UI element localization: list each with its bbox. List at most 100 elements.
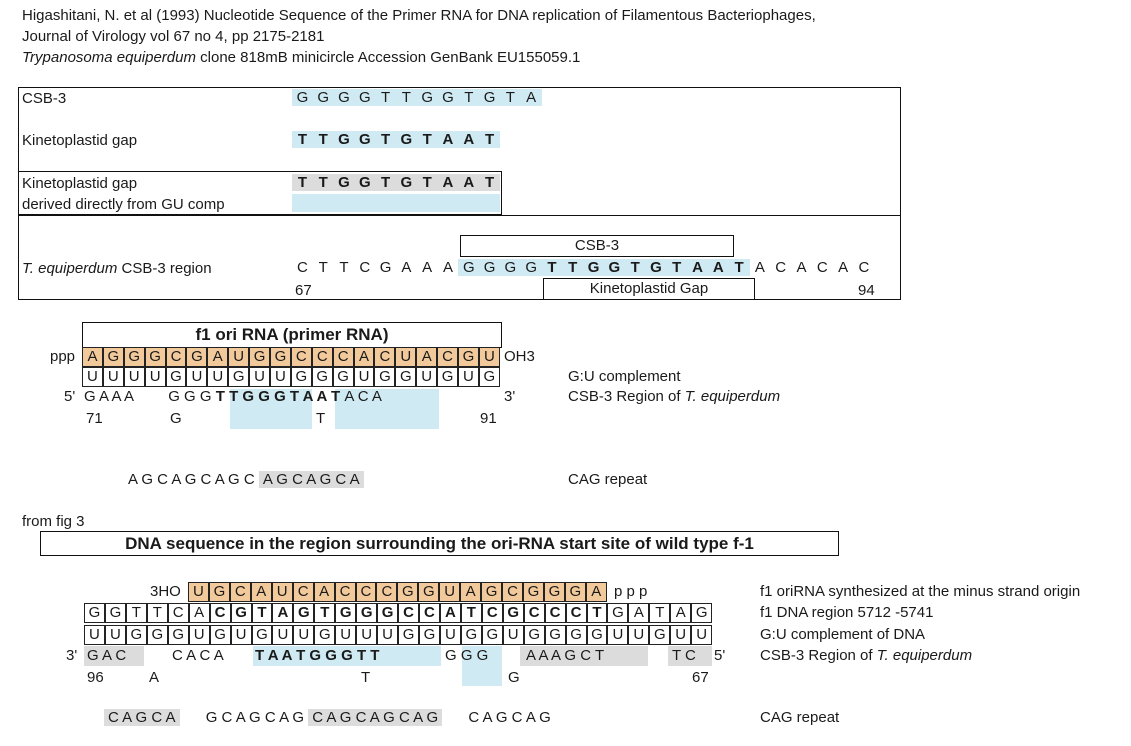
base-letter: G [416, 89, 438, 106]
fig3-rna-label: f1 oriRNA synthesized at the minus stran… [760, 583, 1081, 600]
base-cell: G [293, 603, 315, 623]
fig3-hl-blue-1 [253, 646, 441, 666]
fig3-region-caca: C A C A [172, 647, 224, 664]
base-cell: G [523, 582, 544, 602]
base-letter: A [520, 89, 542, 106]
fig3-region-5prime: 5' [714, 647, 726, 664]
base-cell: U [228, 347, 250, 367]
fig3-title: DNA sequence in the region surrounding t… [125, 534, 754, 553]
base-cell: G [332, 367, 354, 387]
csb3-region-box: CSB-3 [460, 235, 734, 257]
base-cell: U [144, 367, 166, 387]
base-letter: T [541, 259, 563, 276]
base-cell: A [416, 347, 438, 367]
primer-title: f1 ori RNA (primer RNA) [195, 325, 389, 344]
primer-title-box: f1 ori RNA (primer RNA) [82, 322, 502, 348]
accession-text: clone 818mB minicircle Accession GenBank… [195, 49, 581, 66]
base-cell: C [437, 347, 459, 367]
base-cell: U [670, 625, 692, 645]
base-letter: T [375, 131, 396, 148]
primer-ppp: ppp [50, 348, 76, 365]
fig3-region-bold: T A A T G G G T T [255, 647, 380, 664]
base-cell: A [460, 582, 482, 602]
base-cell: U [272, 625, 294, 645]
base-letter: G [603, 259, 625, 276]
base-cell: C [332, 347, 354, 367]
base-cell: G [270, 347, 291, 367]
base-cell: G [374, 367, 396, 387]
base-cell: U [293, 625, 315, 645]
base-cell: C [502, 582, 523, 602]
region-label: T. equiperdum CSB-3 region [22, 260, 212, 277]
fig3-cag-a: C A G C A [104, 709, 180, 726]
base-cell: G [691, 603, 713, 623]
base-letter: A [687, 259, 708, 276]
base-cell: G [502, 603, 524, 623]
base-cell: C [292, 582, 314, 602]
base-cell: U [628, 625, 650, 645]
base-letter: A [401, 259, 412, 276]
base-cell: A [439, 603, 461, 623]
base-letter: G [333, 89, 355, 106]
base-letter: G [312, 89, 334, 106]
base-letter: G [379, 259, 392, 276]
base-letter: A [437, 174, 459, 191]
base-cell: G [314, 625, 336, 645]
base-cell: C [165, 347, 187, 367]
base-cell: G [607, 603, 629, 623]
fig3-region-label-text: CSB-3 Region of [760, 647, 877, 664]
base-cell: C [481, 603, 503, 623]
base-cell: U [188, 582, 209, 602]
base-cell: G [458, 347, 479, 367]
base-letter: T [728, 259, 750, 276]
base-letter: T [312, 131, 334, 148]
base-cell: U [188, 625, 210, 645]
primer-cag-b: A G C A G C A [258, 471, 364, 488]
region-species: T. equiperdum [22, 260, 118, 277]
base-cell: U [458, 367, 479, 387]
base-cell: U [478, 347, 500, 367]
base-cell: C [376, 582, 398, 602]
base-cell: T [125, 603, 147, 623]
base-cell: U [395, 347, 417, 367]
fig3-cag-c: C A G C A G C A G [308, 709, 443, 726]
fig3-rna-suffix: p p p [614, 583, 648, 600]
primer-oh3: OH3 [504, 348, 535, 365]
base-cell: C [229, 582, 251, 602]
base-cell: G [649, 625, 671, 645]
base-cell: G [543, 582, 565, 602]
base-letter: C [816, 259, 828, 276]
base-cell: C [419, 603, 440, 623]
base-cell: G [460, 625, 482, 645]
base-letter: A [707, 259, 729, 276]
kgap-region-box-label: Kinetoplastid Gap [589, 280, 709, 297]
base-cell: G [144, 347, 166, 367]
base-cell: G [564, 582, 586, 602]
base-cell: G [356, 603, 378, 623]
base-cell: G [230, 603, 252, 623]
base-cell: G [249, 347, 271, 367]
primer-cag-a: A G C A G C A G C [128, 471, 255, 488]
base-cell: A [188, 603, 210, 623]
base-letter: T [339, 259, 349, 276]
kgap-region-box: Kinetoplastid Gap [543, 278, 755, 300]
primer-gu-label: G:U complement [568, 368, 681, 385]
base-cell: A [313, 582, 335, 602]
primer-region-ggg: G G G [168, 388, 212, 405]
region-num-start: 67 [295, 282, 312, 299]
kgap-gu-highlight [292, 194, 500, 212]
base-cell: G [418, 582, 440, 602]
base-letter: T [312, 174, 334, 191]
base-cell: C [374, 347, 396, 367]
base-cell: C [167, 603, 189, 623]
fig3-title-box: DNA sequence in the region surrounding t… [40, 531, 839, 556]
base-cell: T [586, 603, 608, 623]
primer-region-bold: T T G G G T A A T [215, 388, 341, 405]
primer-region-label-species: T. equiperdum [684, 388, 781, 405]
base-cell: G [481, 582, 503, 602]
base-cell: G [228, 367, 250, 387]
base-letter: A [838, 259, 849, 276]
